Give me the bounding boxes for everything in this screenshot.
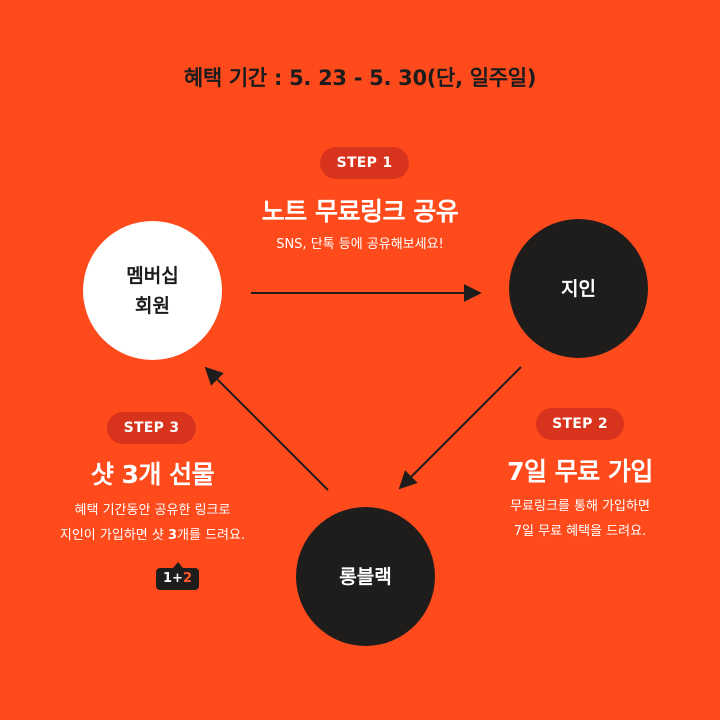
step1-pill: STEP 1 xyxy=(320,147,409,179)
brand-node: 롱블랙 xyxy=(296,507,435,646)
step2-title: 7일 무료 가입 xyxy=(507,457,653,486)
arrow-brand-to-member xyxy=(204,366,329,491)
benefit-period: 혜택 기간 : 5. 23 - 5. 30(단, 일주일) xyxy=(183,66,537,90)
friend-node: 지인 xyxy=(509,219,648,358)
member-node-line2: 회원 xyxy=(135,294,170,317)
badge-text: 1+ xyxy=(163,571,183,586)
step3-pill: STEP 3 xyxy=(107,412,196,444)
step3-desc-line2-part2: 개를 드려요. xyxy=(177,528,246,543)
step3-desc-line2: 지인이 가입하면 샷 3개를 드려요. xyxy=(20,523,285,548)
step2-desc-line1: 무료링크를 통해 가입하면 xyxy=(510,499,650,514)
step2-pill: STEP 2 xyxy=(536,408,624,440)
step2-desc: 무료링크를 통해 가입하면 7일 무료 혜택을 드려요. xyxy=(460,494,700,544)
badge-pointer-icon xyxy=(173,562,183,568)
step3-desc-line2-count: 3 xyxy=(167,528,178,543)
step2-desc-line2: 7일 무료 혜택을 드려요. xyxy=(513,524,647,539)
one-plus-two-badge: 1+2 xyxy=(156,568,199,590)
step1-desc: SNS, 단톡 등에 공유해보세요! xyxy=(276,237,444,252)
badge-accent-text: 2 xyxy=(182,571,192,586)
brand-node-label: 롱블랙 xyxy=(339,565,392,588)
step3-title: 샷 3개 선물 xyxy=(90,460,215,489)
member-node-line1: 멤버십 xyxy=(126,264,179,287)
friend-node-label: 지인 xyxy=(561,277,596,300)
step3-desc-line2-part1: 지인이 가입하면 샷 xyxy=(59,528,168,543)
member-node: 멤버십 회원 xyxy=(83,221,222,360)
step3-desc: 혜택 기간동안 공유한 링크로 지인이 가입하면 샷 3개를 드려요. xyxy=(20,498,285,548)
step3-desc-line1: 혜택 기간동안 공유한 링크로 xyxy=(74,503,231,518)
arrow-friend-to-brand xyxy=(398,366,522,490)
step1-title: 노트 무료링크 공유 xyxy=(261,197,459,226)
